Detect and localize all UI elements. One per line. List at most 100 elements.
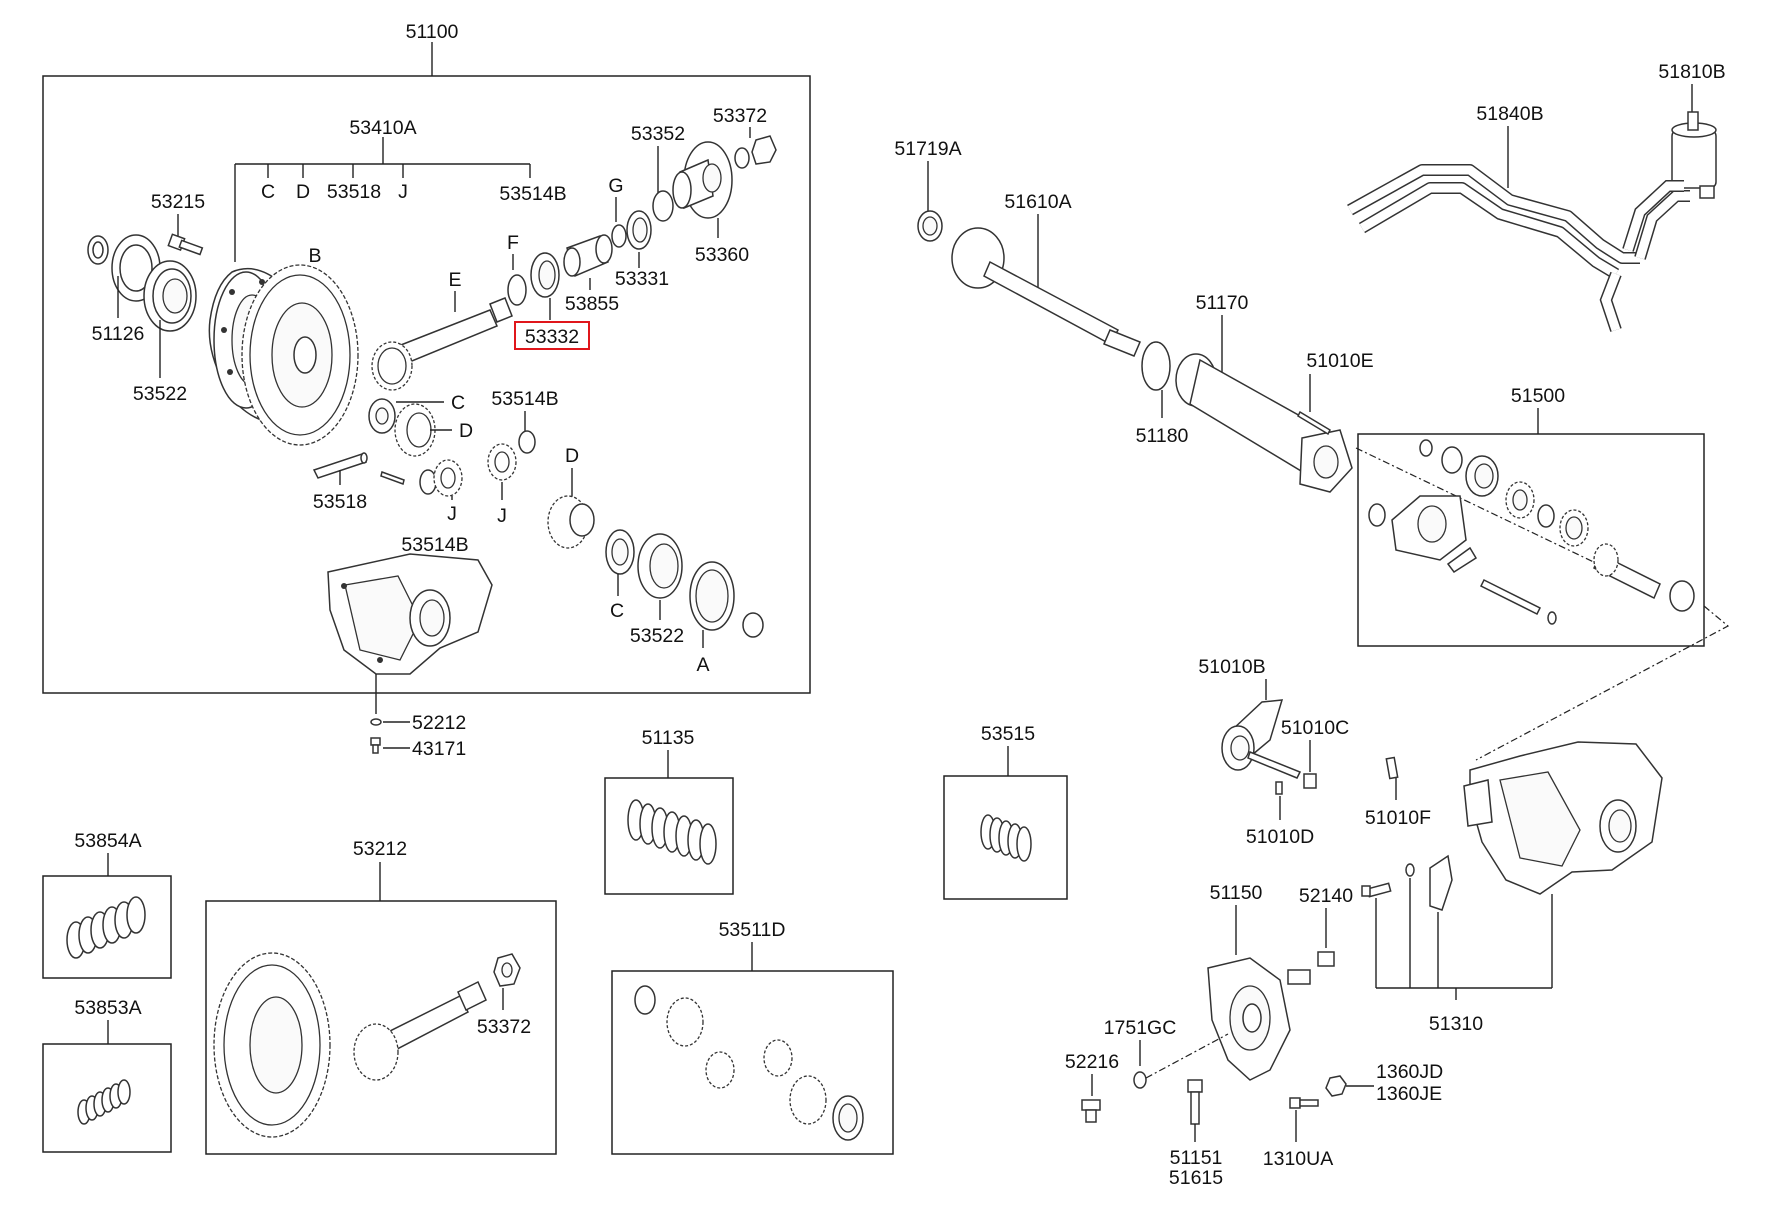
sublabel-53514B[interactable]: 53514B [499,183,566,205]
label-51151[interactable]: 51151 [1170,1147,1223,1169]
carrier-housing [327,553,493,675]
label-53372-top[interactable]: 53372 [713,105,767,127]
spring-53515 [980,814,1032,862]
label-51010F[interactable]: 51010F [1365,807,1431,829]
label-51126[interactable]: 51126 [92,323,145,345]
bearing-53331 [626,210,652,250]
group-53515: 53515 [943,723,1068,900]
group-53854A: 53854A [42,830,172,979]
label-51810B[interactable]: 51810B [1658,61,1725,83]
bolt-51151 [1187,1079,1203,1125]
label-53410A[interactable]: 53410A [349,117,416,139]
hose-51840B [1347,164,1690,332]
label-51170[interactable]: 51170 [1196,292,1249,314]
ring-gear-53212 [213,952,331,1138]
shaft-51500 [1593,543,1661,600]
group-53853A: 53853A [42,997,172,1153]
label-51840B[interactable]: 51840B [1476,103,1543,125]
label-43171[interactable]: 43171 [412,738,466,760]
spring-53854A [66,896,146,959]
pinion-gear-J-2 [487,443,517,481]
label-53331[interactable]: 53331 [615,268,669,290]
label-53212[interactable]: 53212 [353,838,407,860]
breather-51810B [1671,111,1717,199]
label-53522-right[interactable]: 53522 [630,625,684,647]
label-52216[interactable]: 52216 [1065,1051,1119,1073]
rear-housing [1463,741,1663,895]
label-51100[interactable]: 51100 [406,21,459,43]
label-51150[interactable]: 51150 [1210,882,1263,904]
side-gear-D-right [547,495,595,549]
label-1751GC[interactable]: 1751GC [1104,1017,1177,1039]
box-53853A [42,1043,172,1153]
case-51500 [1391,495,1467,561]
label-53853A[interactable]: 53853A [74,997,141,1019]
group-axle: 51719A 51610A 51180 51170 51010E [894,138,1374,493]
seal-51719A [917,210,943,242]
label-52212[interactable]: 52212 [412,712,466,734]
label-51010C[interactable]: 51010C [1281,717,1349,739]
label-51135[interactable]: 51135 [642,727,695,749]
label-B: B [308,245,321,267]
ring-gear-B [241,264,359,446]
gear-53511D-3 [763,1039,793,1077]
label-51010B[interactable]: 51010B [1198,656,1265,678]
box-51500 [1357,433,1705,647]
highlight-box-53332 [514,321,590,350]
label-53372-set[interactable]: 53372 [477,1016,531,1038]
bolt-53215 [167,233,204,256]
label-51010E[interactable]: 51010E [1306,350,1373,372]
gear-53511D-4 [789,1075,827,1125]
label-53518-bottom[interactable]: 53518 [313,491,367,513]
label-53360[interactable]: 53360 [695,244,749,266]
bearing-51500 [1465,455,1499,497]
label-53511D[interactable]: 53511D [719,919,786,941]
spacer-53855 [563,234,613,278]
label-51010D[interactable]: 51010D [1246,826,1314,848]
label-53522-left[interactable]: 53522 [133,383,187,405]
washer-1751GC [1133,1071,1147,1089]
label-53514B-mid[interactable]: 53514B [491,388,558,410]
bearing-cup-A [689,561,735,631]
nut-53372 [734,135,777,169]
label-53332[interactable]: 53332 [525,326,579,348]
label-53352[interactable]: 53352 [631,123,685,145]
label-51615[interactable]: 51615 [1169,1167,1223,1189]
connector-52140 [1287,969,1311,985]
box-51100 [42,75,811,694]
label-53515[interactable]: 53515 [981,723,1035,745]
bolt-51010F [1385,756,1399,780]
pinion-shaft-E [371,297,513,391]
label-1360JE[interactable]: 1360JE [1376,1083,1442,1105]
label-53854A[interactable]: 53854A [74,830,141,852]
sublabel-53518[interactable]: 53518 [327,181,381,203]
box-53511D [611,970,894,1155]
gear-51500-2 [1559,509,1589,547]
label-1360JD[interactable]: 1360JD [1376,1061,1443,1083]
label-52140[interactable]: 52140 [1299,885,1353,907]
label-E: E [448,269,461,291]
flange-53360 [672,141,733,219]
box-51135 [604,777,734,895]
bearing-53522-right [637,533,683,599]
label-51310[interactable]: 51310 [1429,1013,1483,1035]
sublabel-J: J [398,181,408,203]
fork-51500 [1446,546,1478,574]
label-51500[interactable]: 51500 [1511,385,1565,407]
label-51180[interactable]: 51180 [1136,425,1189,447]
spring-53853A [77,1079,131,1125]
label-53514B-bottom[interactable]: 53514B [401,534,468,556]
rod-51500 [1479,578,1542,616]
washer-F [507,274,527,306]
label-53855[interactable]: 53855 [565,293,619,315]
seal-53352 [652,190,674,222]
label-53215[interactable]: 53215 [151,191,205,213]
box-53515 [943,775,1068,900]
label-C-mid: C [451,392,465,414]
label-51719A[interactable]: 51719A [894,138,961,160]
box-53854A [42,875,172,979]
label-J-left: J [447,503,457,525]
washer-53514B [518,430,536,454]
label-51610A[interactable]: 51610A [1004,191,1071,213]
label-1310UA[interactable]: 1310UA [1263,1148,1333,1170]
